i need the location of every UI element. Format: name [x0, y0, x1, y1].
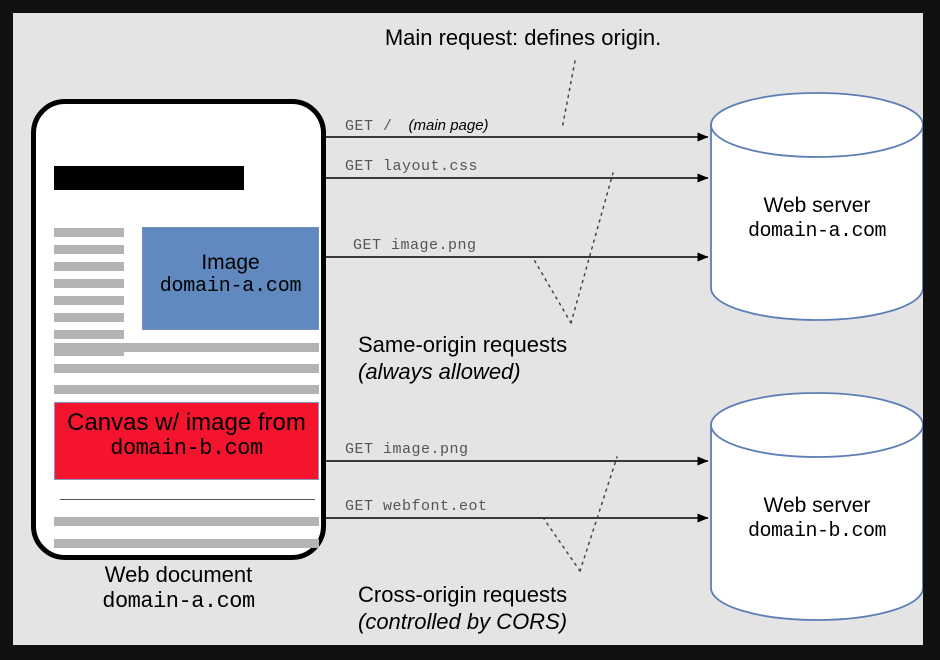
- request-label-get-webfont-eot: GET webfont.eot: [345, 498, 488, 515]
- image-block-domain: domain-a.com: [159, 275, 302, 298]
- cross-origin-subtitle: (controlled by CORS): [358, 609, 568, 634]
- request-label-get-root: GET / (main page): [345, 117, 489, 135]
- web-document-content: Image domain-a.com Canvas w/ image from …: [54, 126, 319, 548]
- canvas-block-title: Canvas w/ image from: [67, 409, 306, 436]
- text-bar: [54, 228, 124, 237]
- leader-main-request: [561, 60, 576, 130]
- leader-cross-origin-a: [579, 456, 618, 572]
- text-bar: [54, 517, 319, 526]
- leader-same-origin-b: [532, 257, 572, 324]
- text-bar: [54, 245, 124, 254]
- server-b-title: Web server: [763, 494, 871, 517]
- text-bar: [54, 385, 319, 394]
- request-text: GET /: [345, 118, 393, 135]
- canvas-block-domain-b: Canvas w/ image from domain-b.com: [54, 402, 319, 480]
- same-origin-subtitle: (always allowed): [358, 359, 521, 384]
- diagram-stage: Image domain-a.com Canvas w/ image from …: [13, 13, 923, 645]
- same-origin-annotation: Same-origin requests (always allowed): [358, 331, 658, 385]
- request-label-get-layout-css: GET layout.css: [345, 158, 479, 175]
- web-document-mock: Image domain-a.com Canvas w/ image from …: [31, 99, 326, 560]
- server-a-title: Web server: [763, 194, 871, 217]
- document-header-bar: [54, 166, 244, 190]
- request-note: (main page): [408, 117, 489, 134]
- web-document-caption-title: Web document: [104, 562, 253, 587]
- text-bar: [54, 539, 319, 548]
- request-label-get-image-png-cross: GET image.png: [345, 441, 469, 458]
- text-bar: [54, 364, 319, 373]
- leader-same-origin-a: [570, 172, 614, 324]
- text-bar: [54, 296, 124, 305]
- same-origin-title: Same-origin requests: [358, 332, 568, 357]
- text-bar: [54, 330, 124, 339]
- web-document-caption: Web document domain-a.com: [31, 561, 326, 615]
- canvas-block-domain: domain-b.com: [110, 436, 263, 461]
- image-block-title: Image: [201, 251, 260, 274]
- text-bar: [54, 279, 124, 288]
- server-b-domain: domain-b.com: [747, 520, 887, 543]
- server-label-b: Web server domain-b.com: [711, 493, 923, 544]
- server-a-domain: domain-a.com: [747, 220, 887, 243]
- request-label-get-image-png-same: GET image.png: [353, 237, 477, 254]
- text-bar: [54, 262, 124, 271]
- image-block-domain-a: Image domain-a.com: [142, 227, 319, 330]
- text-bar: [54, 313, 124, 322]
- web-document-caption-domain: domain-a.com: [102, 589, 255, 614]
- divider-rule: [60, 499, 315, 500]
- page-title: Main request: defines origin.: [384, 25, 662, 50]
- leader-cross-origin-b: [543, 518, 581, 572]
- cross-origin-annotation: Cross-origin requests (controlled by COR…: [358, 581, 678, 635]
- cross-origin-title: Cross-origin requests: [358, 582, 568, 607]
- text-bar: [54, 343, 319, 352]
- server-label-a: Web server domain-a.com: [711, 193, 923, 244]
